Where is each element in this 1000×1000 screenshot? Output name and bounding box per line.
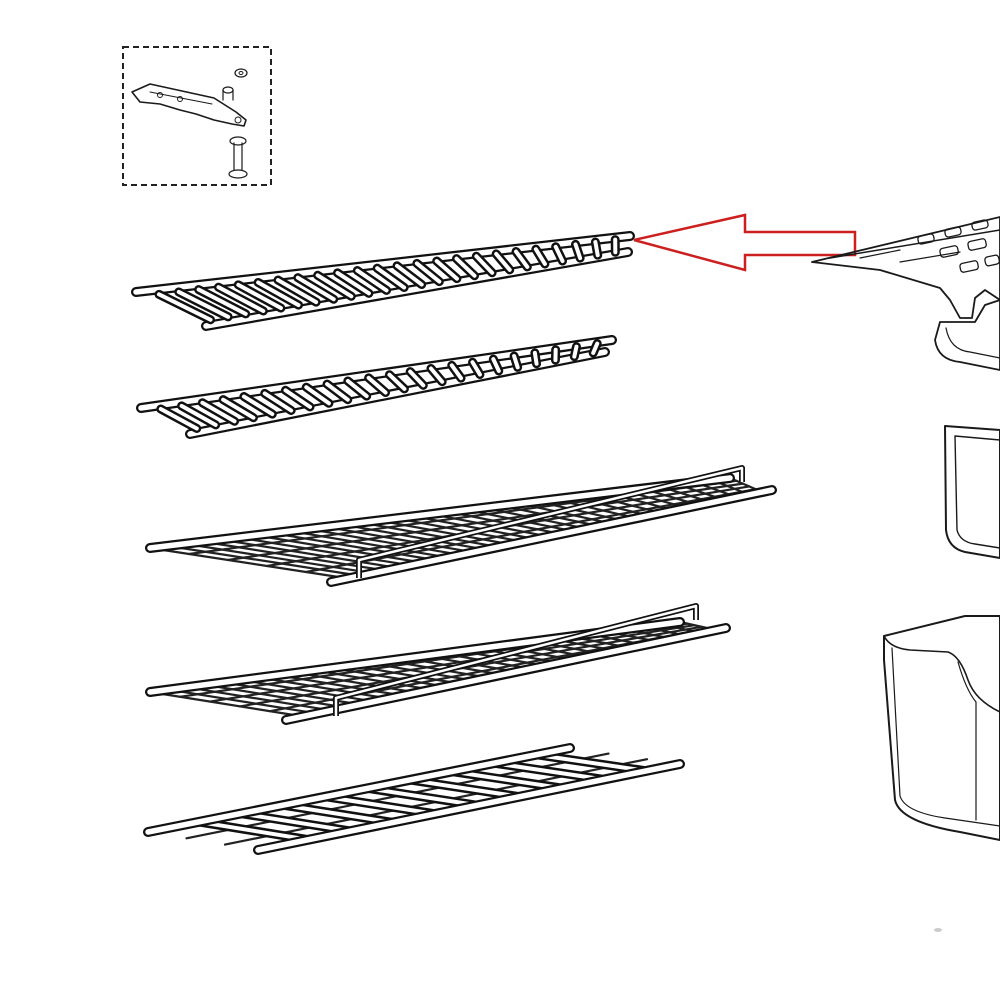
slat: [588, 339, 602, 358]
slat: [392, 261, 427, 290]
slat: [432, 256, 462, 284]
slat: [197, 398, 240, 426]
slat: [551, 242, 568, 266]
slat: [273, 275, 321, 307]
slat: [447, 360, 466, 383]
wire-grid: [185, 750, 651, 846]
back-rod: [131, 231, 635, 297]
slat: [343, 376, 372, 401]
slat: [468, 357, 485, 380]
slat: [530, 348, 542, 369]
slat: [569, 342, 581, 362]
rung: [278, 800, 398, 827]
front-rod: [201, 247, 633, 331]
detail-mark: [934, 928, 942, 932]
wire-grid: [148, 476, 764, 580]
rung: [194, 817, 314, 845]
rung: [362, 783, 482, 810]
door-bin-middle: [944, 425, 1000, 559]
slat: [491, 249, 515, 275]
slat: [372, 263, 409, 292]
lower-freezer-shelf: [136, 335, 617, 439]
door-bin-bottom: [883, 615, 1000, 841]
slat: [154, 289, 216, 325]
door-bin-top: [811, 216, 1000, 371]
slat: [239, 392, 277, 419]
rung: [236, 809, 356, 836]
slat: [405, 367, 428, 390]
slat: [426, 363, 447, 387]
rung: [447, 767, 567, 793]
slat: [511, 247, 532, 272]
guard-rail: [356, 465, 745, 578]
back-rod: [143, 743, 575, 837]
slat: [412, 258, 444, 287]
slat: [156, 404, 202, 433]
slat: [384, 370, 409, 394]
slat: [213, 282, 268, 316]
slat: [571, 239, 585, 263]
front-rod: [281, 623, 731, 725]
slat: [364, 373, 391, 398]
slat: [531, 244, 550, 269]
slat: [281, 385, 315, 412]
back-rod: [145, 473, 735, 553]
rung: [489, 758, 609, 784]
wire-shelf-with-rail-1: [145, 465, 777, 587]
slat: [174, 287, 233, 322]
slat: [194, 285, 251, 319]
rung: [320, 792, 440, 819]
guard-rail: [333, 603, 699, 716]
highlight-arrow: [633, 213, 857, 272]
slat: [293, 273, 339, 304]
slat: [301, 382, 334, 408]
slat: [260, 388, 296, 415]
slat: [509, 351, 523, 372]
rung: [531, 750, 651, 776]
slat: [218, 395, 258, 423]
slat: [253, 277, 304, 310]
slat: [313, 270, 356, 301]
slat: [352, 266, 392, 295]
front-rod: [253, 759, 685, 855]
slat: [590, 237, 603, 260]
hinge-bracket-detail: [122, 46, 272, 186]
upper-freezer-shelf: [131, 231, 635, 331]
wire-grid: [148, 620, 718, 718]
slat: [452, 254, 480, 281]
open-wire-shelf: [143, 743, 685, 855]
slat: [488, 354, 504, 376]
rung: [405, 775, 525, 802]
slat: [471, 251, 497, 278]
slat: [322, 379, 353, 405]
slat: [177, 401, 221, 430]
wire-shelf-with-rail-2: [145, 603, 731, 725]
slat: [332, 268, 374, 298]
front-rod: [326, 485, 777, 587]
slat: [233, 280, 286, 313]
